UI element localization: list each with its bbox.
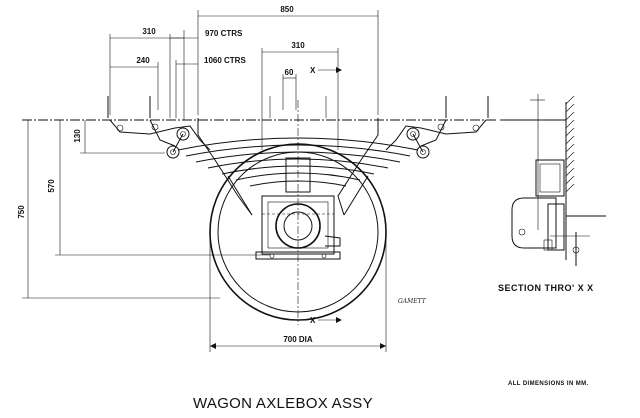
- dim-570: 570: [47, 179, 56, 193]
- section-view: [500, 94, 606, 266]
- section-caption: SECTION THRO' X X: [498, 283, 594, 293]
- dim-970-ctrs: 970 CTRS: [205, 29, 243, 38]
- dim-240: 240: [136, 56, 150, 65]
- leaf-spring: [177, 137, 419, 216]
- dim-750: 750: [17, 205, 26, 219]
- units-note: ALL DIMENSIONS IN MM.: [508, 381, 589, 387]
- drawing-title: WAGON AXLEBOX ASSY: [193, 395, 373, 412]
- signature: GAMETT: [398, 298, 427, 305]
- axlebox: [255, 157, 341, 260]
- section-mark-bottom-label: X: [310, 316, 316, 325]
- dim-700-dia: 700 DIA: [283, 335, 313, 344]
- dim-310-right: 310: [291, 41, 305, 50]
- vertical-dimensions: [22, 120, 270, 299]
- section-mark-top-label: X: [310, 66, 316, 75]
- dim-1060-ctrs: 1060 CTRS: [204, 56, 246, 65]
- spring-hangers: [107, 96, 489, 159]
- top-dimension-lines: [109, 10, 379, 120]
- dim-60: 60: [285, 68, 294, 77]
- axle-guides: [197, 96, 379, 216]
- top-dimension-labels: 850 310 970 CTRS 1060 CTRS 240 310 60: [136, 5, 305, 77]
- section-mark-top: X: [310, 66, 342, 75]
- dim-850: 850: [280, 5, 294, 14]
- section-mark-bottom: X: [310, 316, 342, 325]
- dim-310-left: 310: [142, 27, 156, 36]
- dim-130: 130: [73, 129, 82, 143]
- wheel-dimension: [209, 232, 387, 352]
